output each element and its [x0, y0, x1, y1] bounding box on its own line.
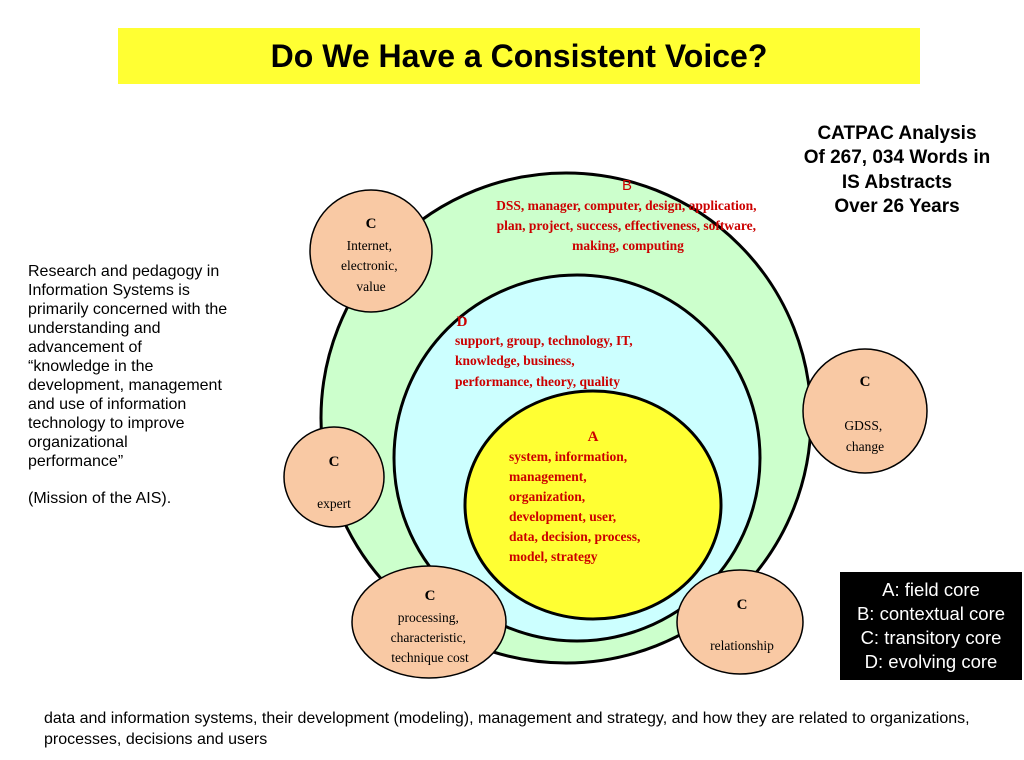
satellite-term-line: relationship: [710, 638, 774, 653]
ring-a-term-line: data, decision, process,: [509, 529, 640, 544]
mission-line: understanding and: [28, 320, 161, 337]
satellite-circle-relationship: [676, 569, 804, 675]
ring-b-label: B: [622, 177, 632, 194]
ring-d-label: D: [457, 314, 468, 330]
mission-line: development, management: [28, 377, 222, 394]
catpac-line: IS Abstracts: [841, 171, 953, 193]
ring-d-terms: support, group, technology, IT, knowledg…: [455, 333, 636, 389]
satellite-terms: Internet, electronic, value: [341, 238, 401, 294]
legend-box: A: field core B: contextual core C: tran…: [840, 572, 1022, 680]
mission-line: technology to improve: [28, 415, 185, 432]
mission-line: advancement of: [28, 339, 142, 356]
satellite-term-line: electronic,: [341, 258, 398, 273]
mission-line: organizational: [28, 434, 128, 451]
satellite-label: C: [425, 588, 436, 604]
satellite-term-line: change: [846, 439, 884, 454]
satellite-term-line: technique cost: [391, 650, 469, 665]
satellite-circle-gdss: [802, 348, 928, 474]
ring-a-field-core: [463, 389, 723, 621]
ring-a-term-line: system, information,: [509, 449, 627, 464]
mission-source: (Mission of the AIS).: [28, 490, 172, 507]
mission-text: Research and pedagogy in Information Sys…: [28, 262, 278, 508]
satellite-terms: expert: [317, 496, 351, 511]
ring-d-term-line: support, group, technology, IT,: [455, 333, 633, 348]
ring-b-term-line: plan, project, success, effectiveness, s…: [497, 218, 756, 233]
catpac-caption: CATPAC Analysis Of 267, 034 Words in IS …: [786, 122, 1008, 219]
ring-b-terms: DSS, manager, computer, design, applicat…: [496, 198, 760, 253]
ring-a-term-line: model, strategy: [509, 549, 598, 564]
satellite-term-line: processing,: [398, 610, 459, 625]
ring-a-terms: system, information, management, organiz…: [509, 449, 644, 564]
ring-d-term-line: performance, theory, quality: [455, 374, 620, 389]
satellite-term-line: GDSS,: [844, 418, 882, 433]
satellite-label: C: [366, 216, 377, 232]
legend-entry: C: transitory core: [860, 627, 1002, 648]
mission-line: Information Systems is: [28, 282, 190, 299]
satellite-term-line: characteristic,: [391, 630, 466, 645]
legend-entry: D: evolving core: [864, 651, 998, 672]
legend-entry: A: field core: [882, 579, 980, 600]
mission-line: and use of information: [28, 396, 187, 413]
satellite-term-line: expert: [317, 496, 351, 511]
catpac-line: Over 26 Years: [834, 195, 960, 217]
bottom-summary-text: data and information systems, their deve…: [44, 710, 970, 748]
mission-line: performance”: [28, 453, 124, 470]
ring-a-label: A: [588, 429, 599, 445]
satellite-term-line: value: [356, 279, 385, 294]
satellite-term-line: Internet,: [347, 238, 392, 253]
satellite-circle-internet: [309, 189, 433, 313]
satellite-label: C: [737, 597, 748, 613]
ring-b-term-line: DSS, manager, computer, design, applicat…: [496, 198, 756, 213]
satellite-circle-processing: [351, 565, 507, 679]
title-banner: Do We Have a Consistent Voice?: [118, 28, 920, 84]
satellite-terms: relationship: [710, 638, 774, 653]
satellite-terms: processing, characteristic, technique co…: [391, 610, 470, 665]
catpac-line: CATPAC Analysis: [817, 123, 977, 144]
ring-a-term-line: development, user,: [509, 509, 616, 524]
mission-line: Research and pedagogy in: [28, 263, 220, 280]
ring-a-term-line: management,: [509, 469, 587, 484]
catpac-line: Of 267, 034 Words in: [803, 147, 991, 169]
satellite-circle-expert: [283, 426, 385, 528]
ring-d-term-line: knowledge, business,: [455, 353, 575, 368]
page-title: Do We Have a Consistent Voice?: [270, 37, 768, 74]
legend-entry: B: contextual core: [856, 603, 1006, 624]
mission-line: “knowledge in the: [28, 358, 154, 375]
satellite-terms: GDSS, change: [844, 418, 885, 454]
satellite-label: C: [329, 454, 340, 470]
ring-a-term-line: organization,: [509, 489, 585, 504]
mission-line: primarily concerned with the: [28, 301, 228, 318]
satellite-label: C: [860, 374, 871, 390]
ring-b-term-line: making, computing: [572, 238, 684, 253]
